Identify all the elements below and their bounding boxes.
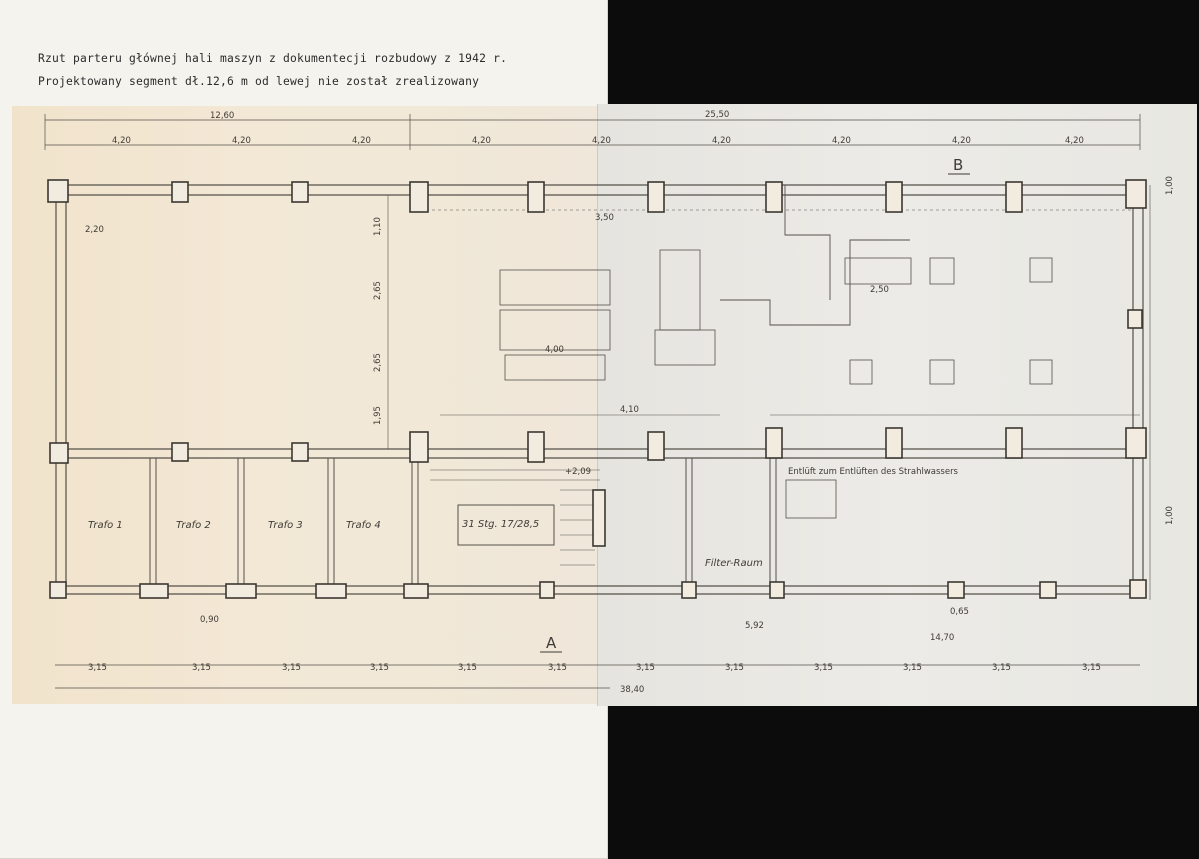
dim-label: 5,92 <box>745 621 764 631</box>
room-label-trafo-1: Trafo 1 <box>88 520 123 531</box>
dim-total-bottom: 38,40 <box>620 685 644 695</box>
dim-label: 1,00 <box>1165 506 1175 525</box>
dim-bay-bottom: 3,15 <box>282 663 301 673</box>
dim-bay-bottom: 3,15 <box>992 663 1011 673</box>
dim-bay: 4,20 <box>232 136 251 146</box>
dim-label: +2,09 <box>565 467 591 477</box>
dim-label: 1,00 <box>1165 176 1175 195</box>
dim-subtotal-bottom: 14,70 <box>930 633 954 643</box>
dim-label: 3,50 <box>595 213 614 223</box>
dim-bay: 4,20 <box>952 136 971 146</box>
room-label-stair: 31 Stg. 17/28,5 <box>462 519 539 530</box>
room-label-trafo-2: Trafo 2 <box>176 520 211 531</box>
dim-label: 4,00 <box>545 345 564 355</box>
room-note: Entlüft zum Entlüften des Strahlwassers <box>788 467 959 477</box>
dim-bay-bottom: 3,15 <box>725 663 744 673</box>
dim-bay: 4,20 <box>112 136 131 146</box>
dim-bay-bottom: 3,15 <box>636 663 655 673</box>
dim-label: 1,95 <box>373 406 383 425</box>
dim-bay-bottom: 3,15 <box>1082 663 1101 673</box>
dim-label: 2,65 <box>373 281 383 300</box>
dim-bay: 4,20 <box>832 136 851 146</box>
dim-bay: 4,20 <box>712 136 731 146</box>
dim-bay-bottom: 3,15 <box>903 663 922 673</box>
dim-total-left: 12,60 <box>210 111 234 121</box>
room-label-filter: Filter-Raum <box>705 558 763 569</box>
dim-bay-bottom: 3,15 <box>548 663 567 673</box>
dim-bay-bottom: 3,15 <box>458 663 477 673</box>
dim-bay-bottom: 3,15 <box>814 663 833 673</box>
dim-bay: 4,20 <box>592 136 611 146</box>
dim-label: 2,50 <box>870 285 889 295</box>
dim-label: 2,20 <box>85 225 104 235</box>
dim-label: 0,90 <box>200 615 219 625</box>
dim-bay: 4,20 <box>352 136 371 146</box>
section-marker-a: A <box>546 634 557 652</box>
dim-bay: 4,20 <box>472 136 491 146</box>
dim-bay: 4,20 <box>1065 136 1084 146</box>
dim-bay-bottom: 3,15 <box>370 663 389 673</box>
dim-bay-bottom: 3,15 <box>88 663 107 673</box>
room-label-trafo-4: Trafo 4 <box>346 520 381 531</box>
blueprint-sheet-left <box>12 106 610 704</box>
dim-label: 1,10 <box>373 217 383 236</box>
caption-line-2: Projektowany segment dł.12,6 m od lewej … <box>38 75 480 88</box>
section-marker-b: B <box>953 156 963 174</box>
dim-total-right: 25,50 <box>705 110 729 120</box>
dim-bay-bottom: 3,15 <box>192 663 211 673</box>
dim-label: 4,10 <box>620 405 639 415</box>
caption-line-1: Rzut parteru głównej hali maszyn z dokum… <box>38 52 508 65</box>
dim-label: 2,65 <box>373 353 383 372</box>
room-label-trafo-3: Trafo 3 <box>268 520 303 531</box>
dim-label: 0,65 <box>950 607 969 617</box>
